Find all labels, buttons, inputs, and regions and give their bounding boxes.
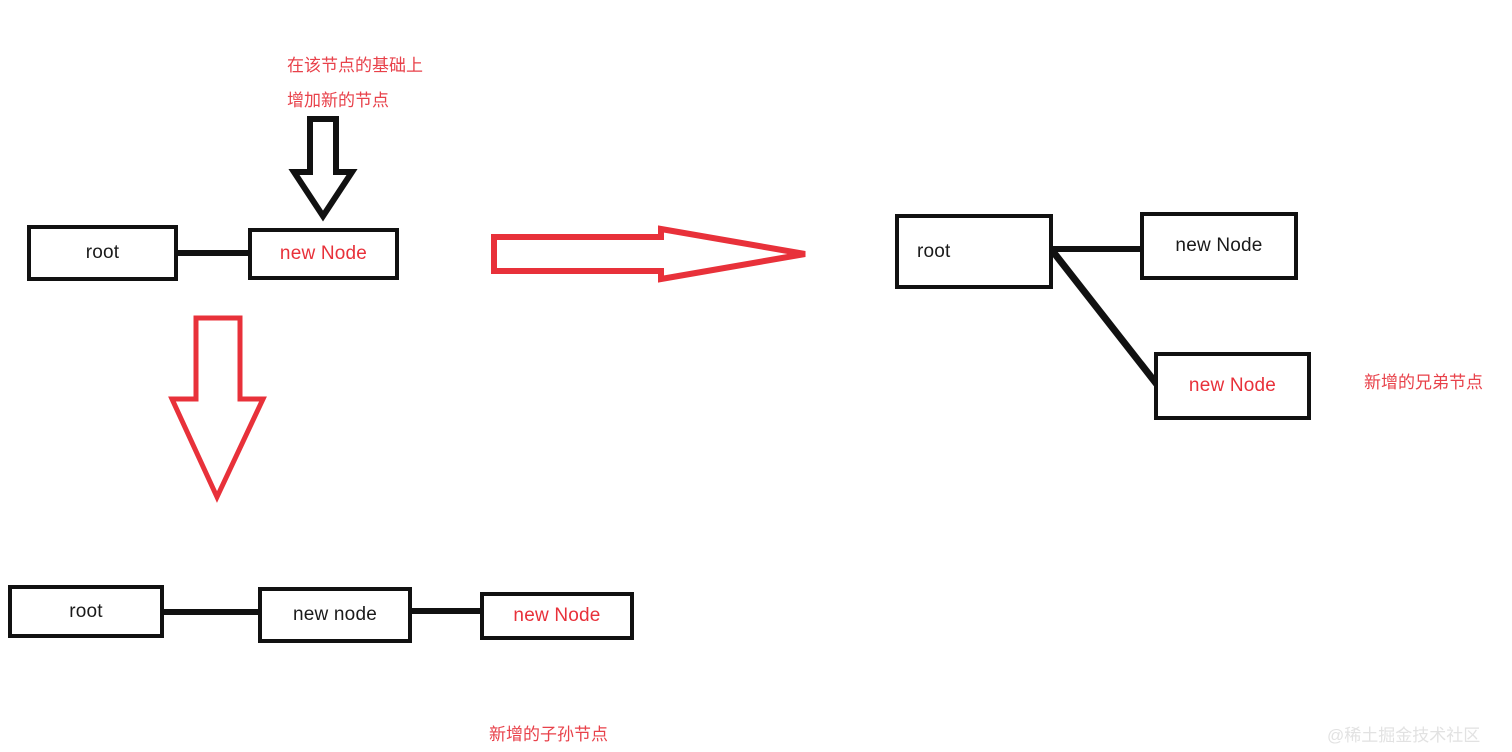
node-label: root (69, 600, 103, 622)
annotation-descendant-note: 新增的子孙节点 (489, 725, 608, 744)
node-newnode-existing-descendant[interactable]: new node (258, 587, 412, 643)
node-label: new Node (513, 605, 601, 626)
watermark: @稀土掘金技术社区 (1327, 726, 1481, 745)
node-root-sibling-tree[interactable]: root (895, 214, 1053, 289)
annotation-top-note-line2: 增加新的节点 (287, 91, 389, 110)
red-down-arrow-transform (168, 315, 267, 503)
red-right-arrow-transform (491, 225, 806, 283)
node-newnode-added-sibling[interactable]: new Node (1154, 352, 1311, 420)
black-down-arrow-to-new-node (288, 116, 358, 222)
annotation-top-note-line1: 在该节点的基础上 (287, 56, 423, 75)
node-label: new node (292, 604, 377, 625)
node-label: new Node (1188, 375, 1277, 396)
node-label: root (85, 242, 120, 263)
node-root-descendant-chain[interactable]: root (8, 585, 164, 638)
node-newnode-original[interactable]: new Node (248, 228, 399, 280)
node-newnode-added-descendant[interactable]: new Node (480, 592, 634, 640)
annotation-sibling-note: 新增的兄弟节点 (1364, 373, 1483, 392)
node-label: root (917, 240, 951, 262)
node-newnode-existing-sibling[interactable]: new Node (1140, 212, 1298, 280)
node-label: new Node (1175, 235, 1263, 256)
node-label: new Node (279, 243, 368, 264)
node-root-original[interactable]: root (27, 225, 178, 281)
